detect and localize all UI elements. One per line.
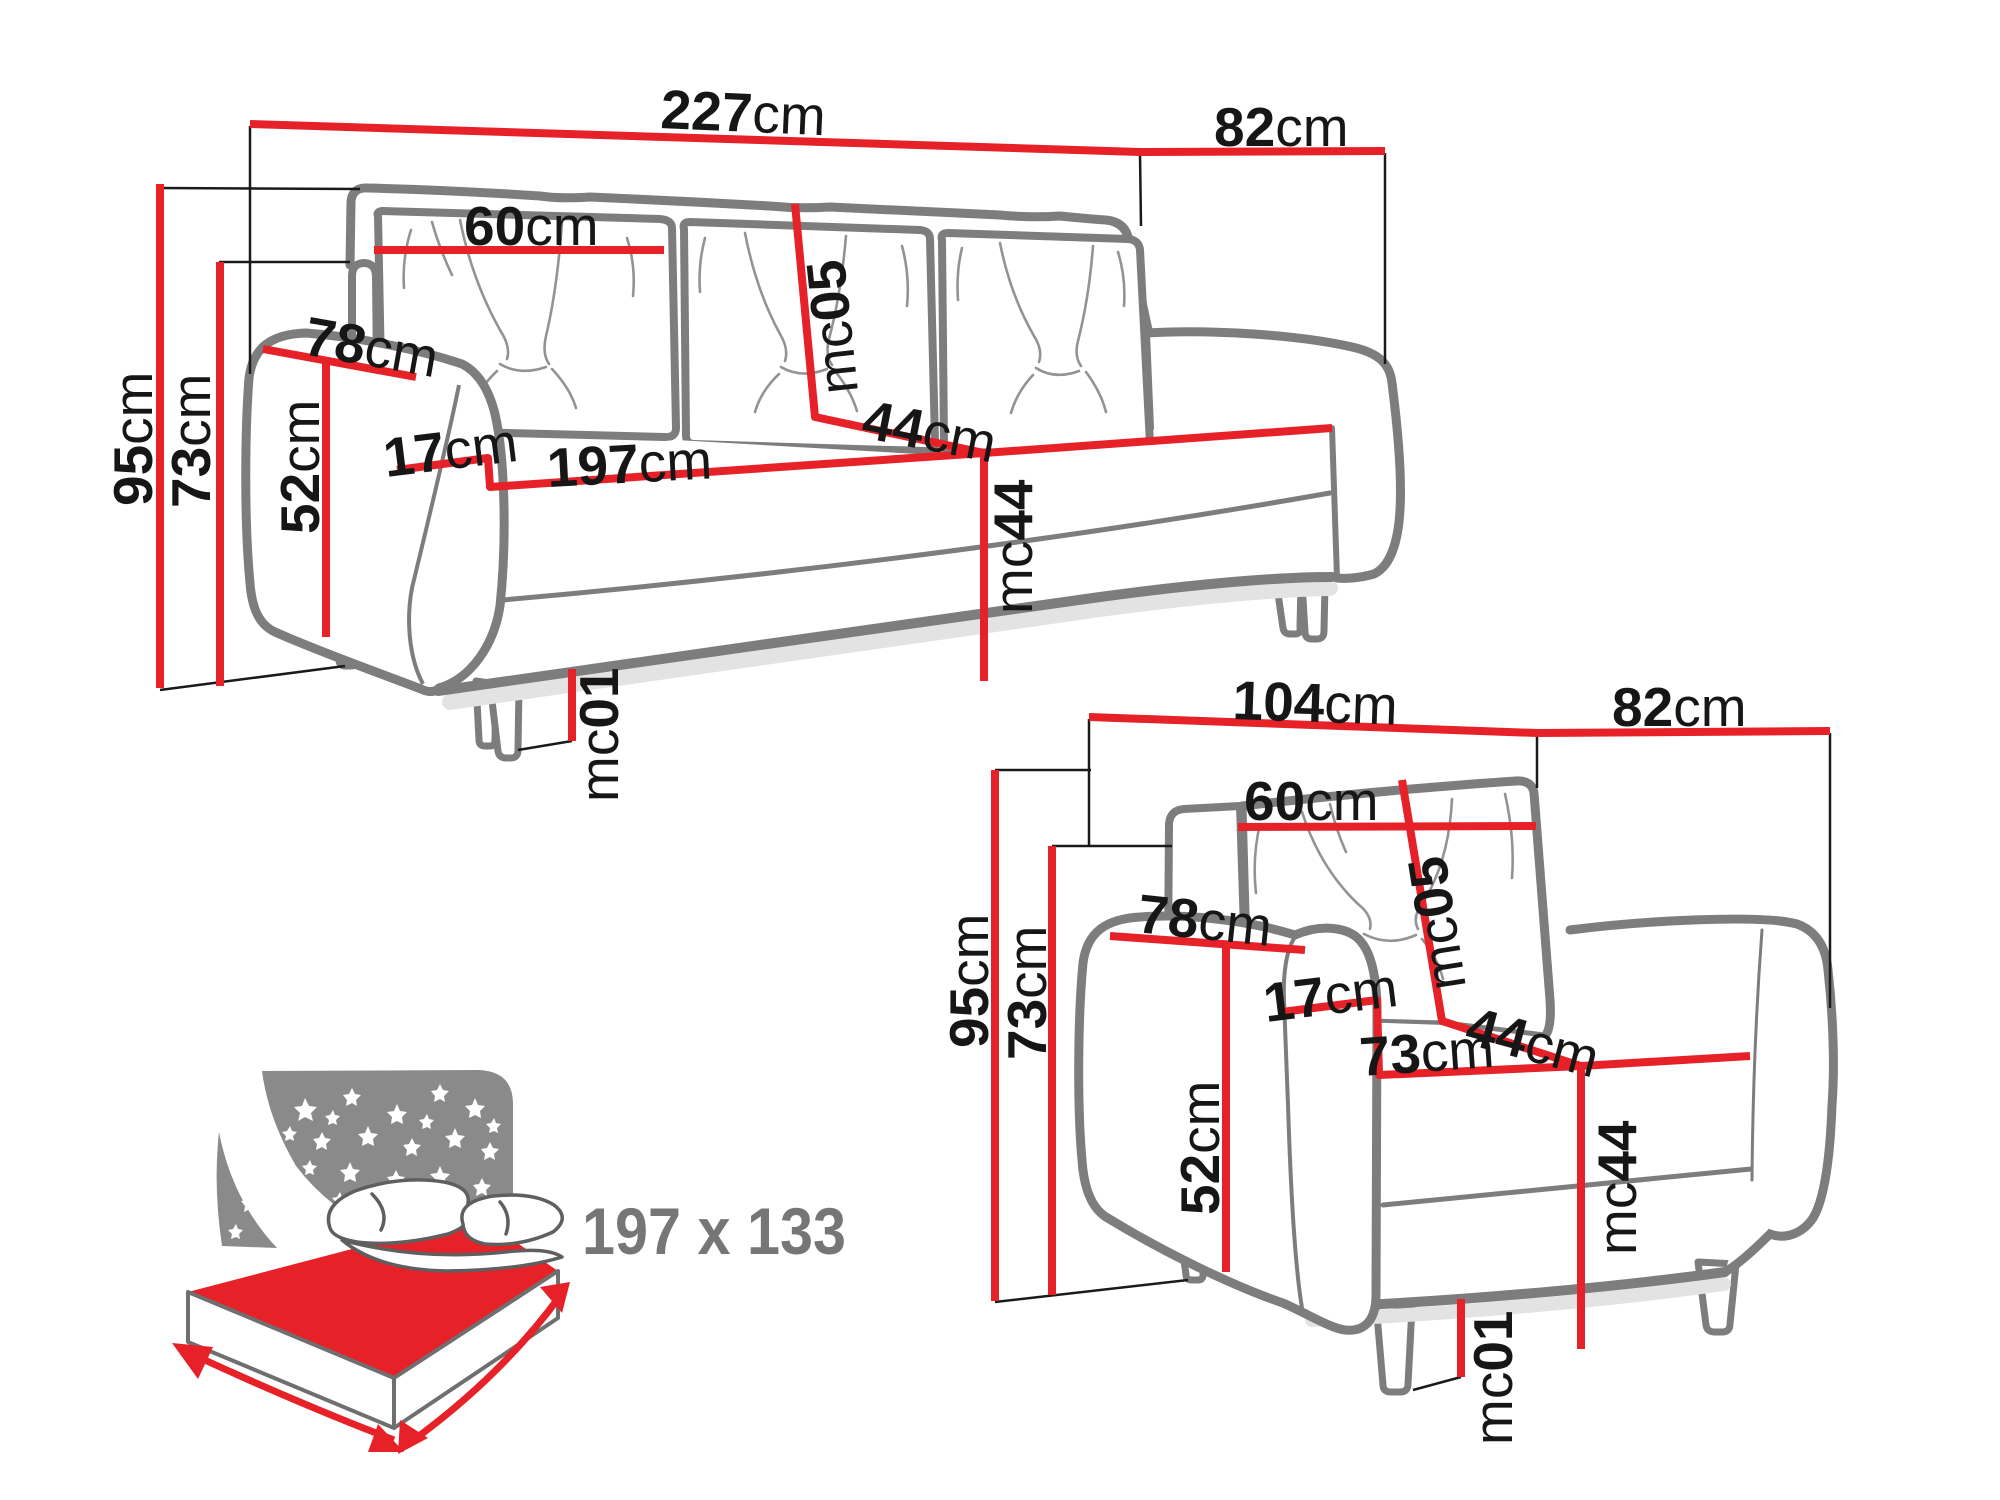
svg-text:mc01: mc01 — [568, 667, 630, 802]
svg-text:227cm: 227cm — [659, 78, 827, 147]
svg-text:95cm: 95cm — [938, 913, 1000, 1048]
svg-text:197cm: 197cm — [545, 428, 713, 499]
svg-text:mc44: mc44 — [982, 479, 1044, 614]
svg-text:mc05: mc05 — [794, 257, 870, 397]
svg-text:82cm: 82cm — [1214, 96, 1349, 158]
svg-text:95cm: 95cm — [102, 371, 164, 506]
svg-text:60cm: 60cm — [464, 195, 599, 257]
svg-text:52cm: 52cm — [1169, 1080, 1231, 1215]
svg-text:73cm: 73cm — [1358, 1017, 1497, 1088]
svg-text:73cm: 73cm — [996, 925, 1058, 1060]
svg-text:mc44: mc44 — [1586, 1120, 1648, 1255]
svg-text:52cm: 52cm — [269, 399, 331, 534]
svg-text:17cm: 17cm — [1260, 956, 1401, 1034]
svg-text:mc01: mc01 — [1462, 1310, 1524, 1445]
svg-text:73cm: 73cm — [160, 373, 222, 508]
svg-text:197 x 133: 197 x 133 — [582, 1194, 846, 1268]
svg-text:82cm: 82cm — [1612, 676, 1747, 738]
svg-text:78cm: 78cm — [1135, 882, 1275, 958]
svg-text:60cm: 60cm — [1244, 770, 1379, 832]
svg-text:104cm: 104cm — [1232, 669, 1399, 737]
